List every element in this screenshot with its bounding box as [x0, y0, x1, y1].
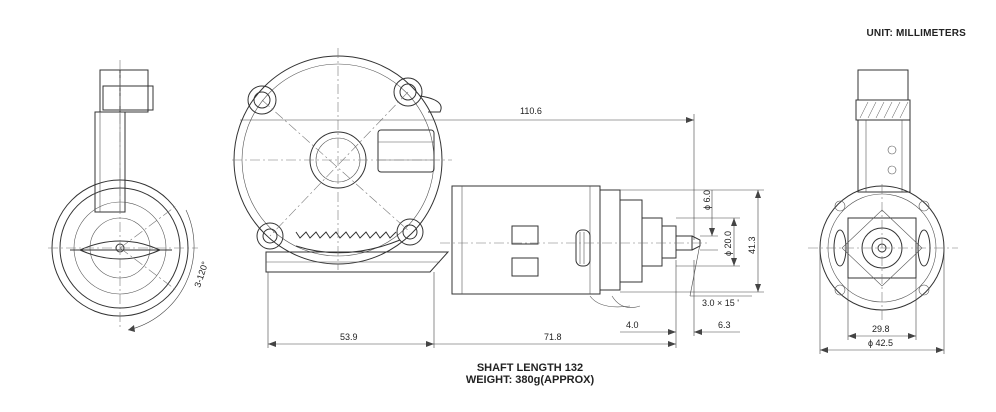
- drawing-notes: SHAFT LENGTH 132 WEIGHT: 380g(APPROX): [440, 362, 620, 386]
- right-end-view: 29.8 ϕ 42.5: [808, 69, 958, 354]
- dim-motor-dia: ϕ 42.5: [868, 338, 893, 348]
- dim-motor-length: 71.8: [544, 332, 562, 342]
- angle-dimension: 3-120°: [192, 260, 210, 289]
- dim-boss-dia: ϕ 20.0: [723, 231, 733, 256]
- center-view-dimensions: 110.6 53.9 71.8 4.0 6.3 ϕ 6.0: [240, 106, 764, 348]
- shaft-length-note: SHAFT LENGTH 132: [476, 362, 584, 374]
- dim-shaft-dia: ϕ 6.0: [702, 190, 712, 210]
- dim-chamfer: 3.0 × 15 ': [702, 298, 739, 308]
- dim-overall-length: 110.6: [520, 106, 542, 116]
- dim-shaft-tip: 6.3: [718, 320, 731, 330]
- unit-label: UNIT: MILLIMETERS: [866, 28, 966, 39]
- center-front-view: [232, 48, 710, 308]
- dim-flat-width: 29.8: [872, 324, 890, 334]
- dim-shaft-boss: 4.0: [626, 320, 639, 330]
- weight-note: WEIGHT: 380g(APPROX): [465, 374, 595, 386]
- dim-height: 41.3: [747, 236, 757, 254]
- dim-gearbox-length: 53.9: [340, 332, 358, 342]
- left-side-view: 3-120°: [48, 60, 210, 332]
